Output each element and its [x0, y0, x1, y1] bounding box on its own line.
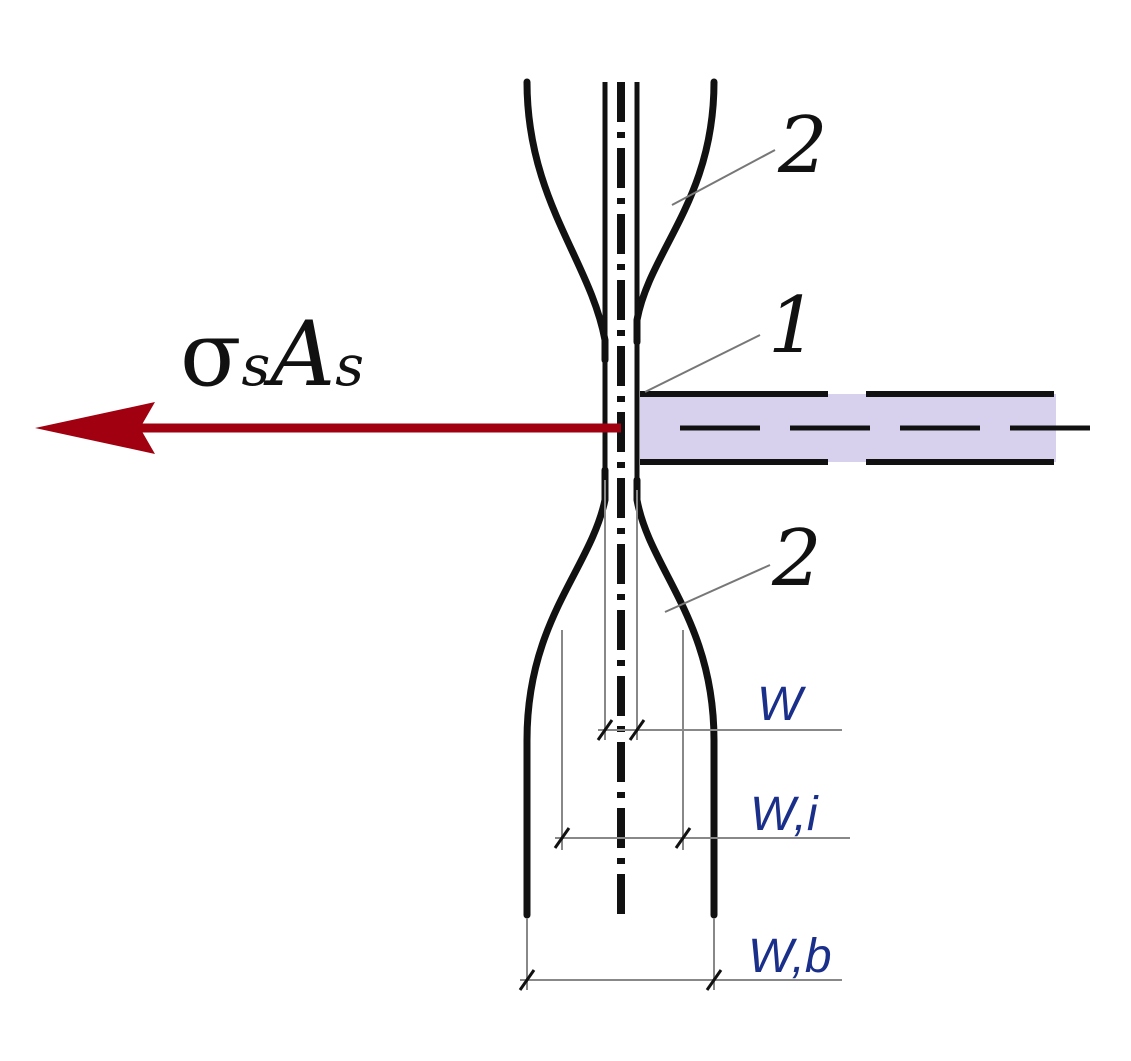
force-label-sigma: σ [180, 302, 241, 407]
force-arrow [35, 402, 621, 454]
reinforcement-bar [640, 391, 1090, 465]
callout-upper-crack-zone: 2 [777, 101, 828, 191]
force-arrow-head [35, 402, 155, 454]
leader-reinforcement-bar [644, 334, 761, 393]
callout-reinforcement-bar: 1 [768, 281, 818, 371]
force-label-area: A [263, 302, 335, 407]
force-label: σsAs [180, 302, 364, 407]
dim-wb-tick-right [705, 969, 723, 991]
dim-wb-tick-left [518, 969, 536, 991]
dim-w-tick-left [596, 719, 614, 741]
force-label-sigma-sub: s [241, 334, 270, 399]
force-label-area-sub: s [335, 334, 364, 399]
dim-wi-tick-left [553, 827, 571, 849]
dim-label-wi: W,i [750, 788, 819, 841]
callout-lower-crack-zone: 2 [771, 514, 822, 604]
crack-profile [523, 78, 718, 919]
crack-inner-lines [602, 82, 640, 480]
callout-leaders [644, 149, 776, 613]
dim-w-tick-right [628, 719, 646, 741]
leader-lower-crack-zone [664, 564, 771, 613]
crack-lower-right-curve [633, 476, 718, 919]
crack-upper-right-curve [633, 78, 718, 346]
dim-label-wb: W,b [748, 930, 832, 983]
leader-upper-crack-zone [671, 149, 776, 206]
dim-wi-tick-right [674, 827, 692, 849]
dimensions [518, 480, 850, 991]
crack-upper-left-curve [523, 78, 609, 364]
dim-label-w: W [757, 678, 807, 731]
crack-lower-left-curve [523, 466, 609, 919]
